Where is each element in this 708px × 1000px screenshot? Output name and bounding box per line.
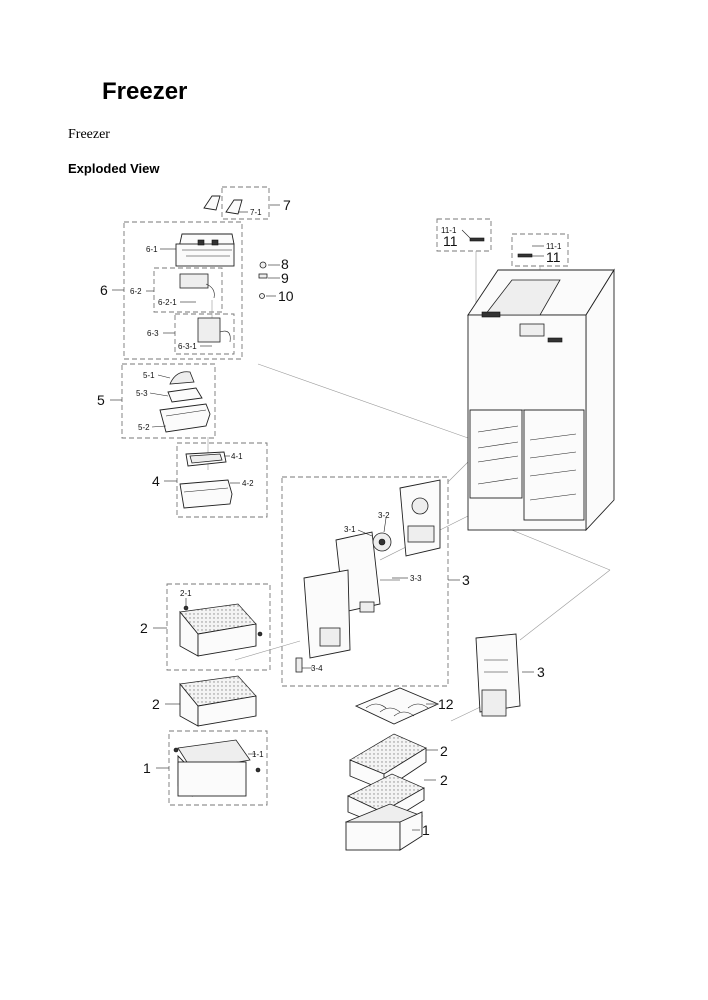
callout-6: 6	[100, 282, 108, 298]
callout-1b: 1	[422, 822, 430, 838]
callout-6-1: 6-1	[146, 245, 158, 254]
callout-12: 12	[438, 696, 454, 712]
group-box-6-2	[153, 267, 223, 313]
callout-4-1: 4-1	[231, 452, 243, 461]
callout-3-2: 3-2	[378, 511, 390, 520]
ice-route-parts	[203, 195, 243, 215]
evaporator-cover-assembly	[295, 479, 441, 673]
callout-11-1-right: 11-1	[546, 242, 562, 251]
group-box-11-left	[436, 218, 492, 252]
callout-2c: 2	[440, 743, 448, 759]
group-box-7	[221, 186, 270, 220]
callout-9: 9	[281, 270, 289, 286]
group-box-2	[166, 583, 271, 671]
door-hinge-parts	[469, 237, 533, 258]
page-subtitle: Freezer	[68, 127, 110, 142]
group-box-6	[123, 221, 243, 360]
callout-3: 3	[462, 572, 470, 588]
evaporator-cover-right	[475, 633, 521, 717]
callout-3-1: 3-1	[344, 525, 356, 534]
callout-10: 10	[278, 288, 294, 304]
drawer-2-upper	[179, 603, 263, 657]
callout-8: 8	[281, 256, 289, 272]
callout-5: 5	[97, 392, 105, 408]
ice-bucket	[159, 371, 211, 433]
callout-3b: 3	[537, 664, 545, 680]
drawer-2-lower	[179, 675, 257, 727]
callout-11-right: 11	[546, 249, 561, 265]
group-box-6-3	[174, 313, 235, 355]
wine-rack	[354, 687, 440, 725]
callout-3-3: 3-3	[410, 574, 422, 583]
page-title: Freezer	[102, 78, 188, 105]
callout-4-2: 4-2	[242, 479, 254, 488]
callout-labels: 7 7-1 6 6-1 6-2 6-2-1 6-3 6-3-1 8 9 10 5…	[97, 197, 562, 838]
group-box-4	[176, 442, 268, 518]
callout-5-1: 5-1	[143, 371, 155, 380]
callout-7-1: 7-1	[250, 208, 262, 217]
callout-6-3: 6-3	[147, 329, 159, 338]
ice-maker-assembly	[175, 233, 235, 343]
small-hardware	[258, 261, 268, 299]
drawer-right-1	[344, 803, 424, 851]
callout-11-1-left: 11-1	[441, 226, 457, 235]
callout-2b: 2	[152, 696, 160, 712]
callout-5-2: 5-2	[138, 423, 150, 432]
section-heading: Exploded View	[68, 161, 160, 176]
group-box-3	[281, 476, 449, 687]
callout-4: 4	[152, 473, 160, 489]
refrigerator-cabinet	[467, 268, 615, 532]
callout-11-left: 11	[443, 233, 458, 249]
drawer-1	[173, 739, 261, 797]
callout-3-4: 3-4	[311, 664, 323, 673]
leader-lines	[110, 204, 544, 831]
callout-2: 2	[140, 620, 148, 636]
group-box-5	[121, 363, 216, 439]
callout-6-3-1: 6-3-1	[178, 342, 197, 351]
callout-2d: 2	[440, 772, 448, 788]
callout-6-2-1: 6-2-1	[158, 298, 177, 307]
callout-2-1: 2-1	[180, 589, 192, 598]
callout-7: 7	[283, 197, 291, 213]
callout-5-3: 5-3	[136, 389, 148, 398]
freezer-tray	[179, 451, 233, 509]
callout-1: 1	[143, 760, 151, 776]
callout-6-2: 6-2	[130, 287, 142, 296]
callout-1-1: 1-1	[252, 750, 264, 759]
